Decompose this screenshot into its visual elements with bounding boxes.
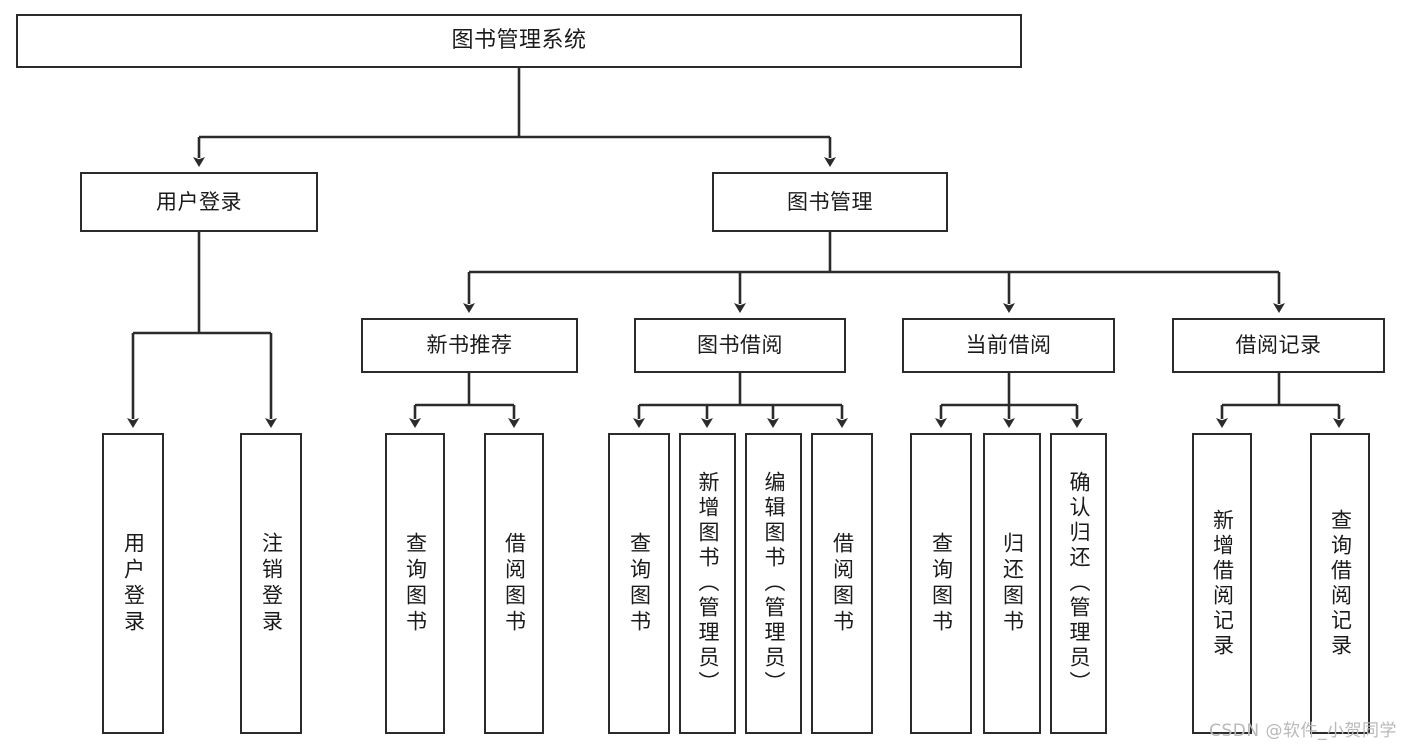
leaf-borrow-edit-book-admin[interactable]: 编辑图书（管理员） [745, 433, 802, 734]
leaf-current-return-book[interactable]: 归还图书 [983, 433, 1041, 734]
leaf-records-add-record[interactable]: 新增借阅记录 [1192, 433, 1252, 734]
leaf-records-query-record[interactable]: 查询借阅记录 [1310, 433, 1370, 734]
node-user-login[interactable]: 用户登录 [80, 172, 318, 232]
leaf-borrow-borrow-book[interactable]: 借阅图书 [811, 433, 873, 734]
leaf-borrow-query-book[interactable]: 查询图书 [608, 433, 670, 734]
leaf-user-logout-label: 注销登录 [259, 531, 284, 636]
leaf-recommend-borrow-book-label: 借阅图书 [502, 531, 527, 636]
node-new-book-recommend[interactable]: 新书推荐 [361, 318, 578, 373]
node-current-borrow-label: 当前借阅 [965, 333, 1052, 358]
leaf-borrow-borrow-book-label: 借阅图书 [830, 531, 855, 636]
leaf-current-return-book-label: 归还图书 [1000, 531, 1025, 636]
leaf-records-query-record-label: 查询借阅记录 [1328, 508, 1353, 659]
leaf-user-logout[interactable]: 注销登录 [240, 433, 302, 734]
leaf-recommend-query-book-label: 查询图书 [403, 531, 428, 636]
leaf-user-login-label: 用户登录 [121, 531, 146, 636]
node-borrow-records[interactable]: 借阅记录 [1172, 318, 1385, 373]
node-user-login-label: 用户登录 [156, 189, 242, 214]
leaf-recommend-query-book[interactable]: 查询图书 [385, 433, 445, 734]
node-book-management-label: 图书管理 [787, 189, 873, 214]
node-book-borrow[interactable]: 图书借阅 [634, 318, 846, 373]
leaf-borrow-query-book-label: 查询图书 [627, 531, 652, 636]
node-book-borrow-label: 图书借阅 [697, 333, 783, 358]
leaf-records-add-record-label: 新增借阅记录 [1210, 508, 1235, 659]
leaf-borrow-add-book-admin-label: 新增图书（管理员） [696, 471, 720, 696]
node-root[interactable]: 图书管理系统 [16, 14, 1022, 68]
node-new-book-recommend-label: 新书推荐 [426, 333, 513, 358]
leaf-borrow-edit-book-admin-label: 编辑图书（管理员） [762, 471, 786, 696]
leaf-current-confirm-return-admin-label: 确认归还（管理员） [1067, 471, 1091, 696]
node-current-borrow[interactable]: 当前借阅 [902, 318, 1115, 373]
node-root-label: 图书管理系统 [451, 28, 587, 54]
leaf-borrow-add-book-admin[interactable]: 新增图书（管理员） [679, 433, 736, 734]
leaf-user-login[interactable]: 用户登录 [102, 433, 164, 734]
leaf-current-query-book[interactable]: 查询图书 [910, 433, 972, 734]
node-borrow-records-label: 借阅记录 [1235, 333, 1322, 358]
node-book-management[interactable]: 图书管理 [712, 172, 948, 232]
leaf-recommend-borrow-book[interactable]: 借阅图书 [484, 433, 544, 734]
leaf-current-query-book-label: 查询图书 [929, 531, 954, 636]
leaf-current-confirm-return-admin[interactable]: 确认归还（管理员） [1050, 433, 1107, 734]
